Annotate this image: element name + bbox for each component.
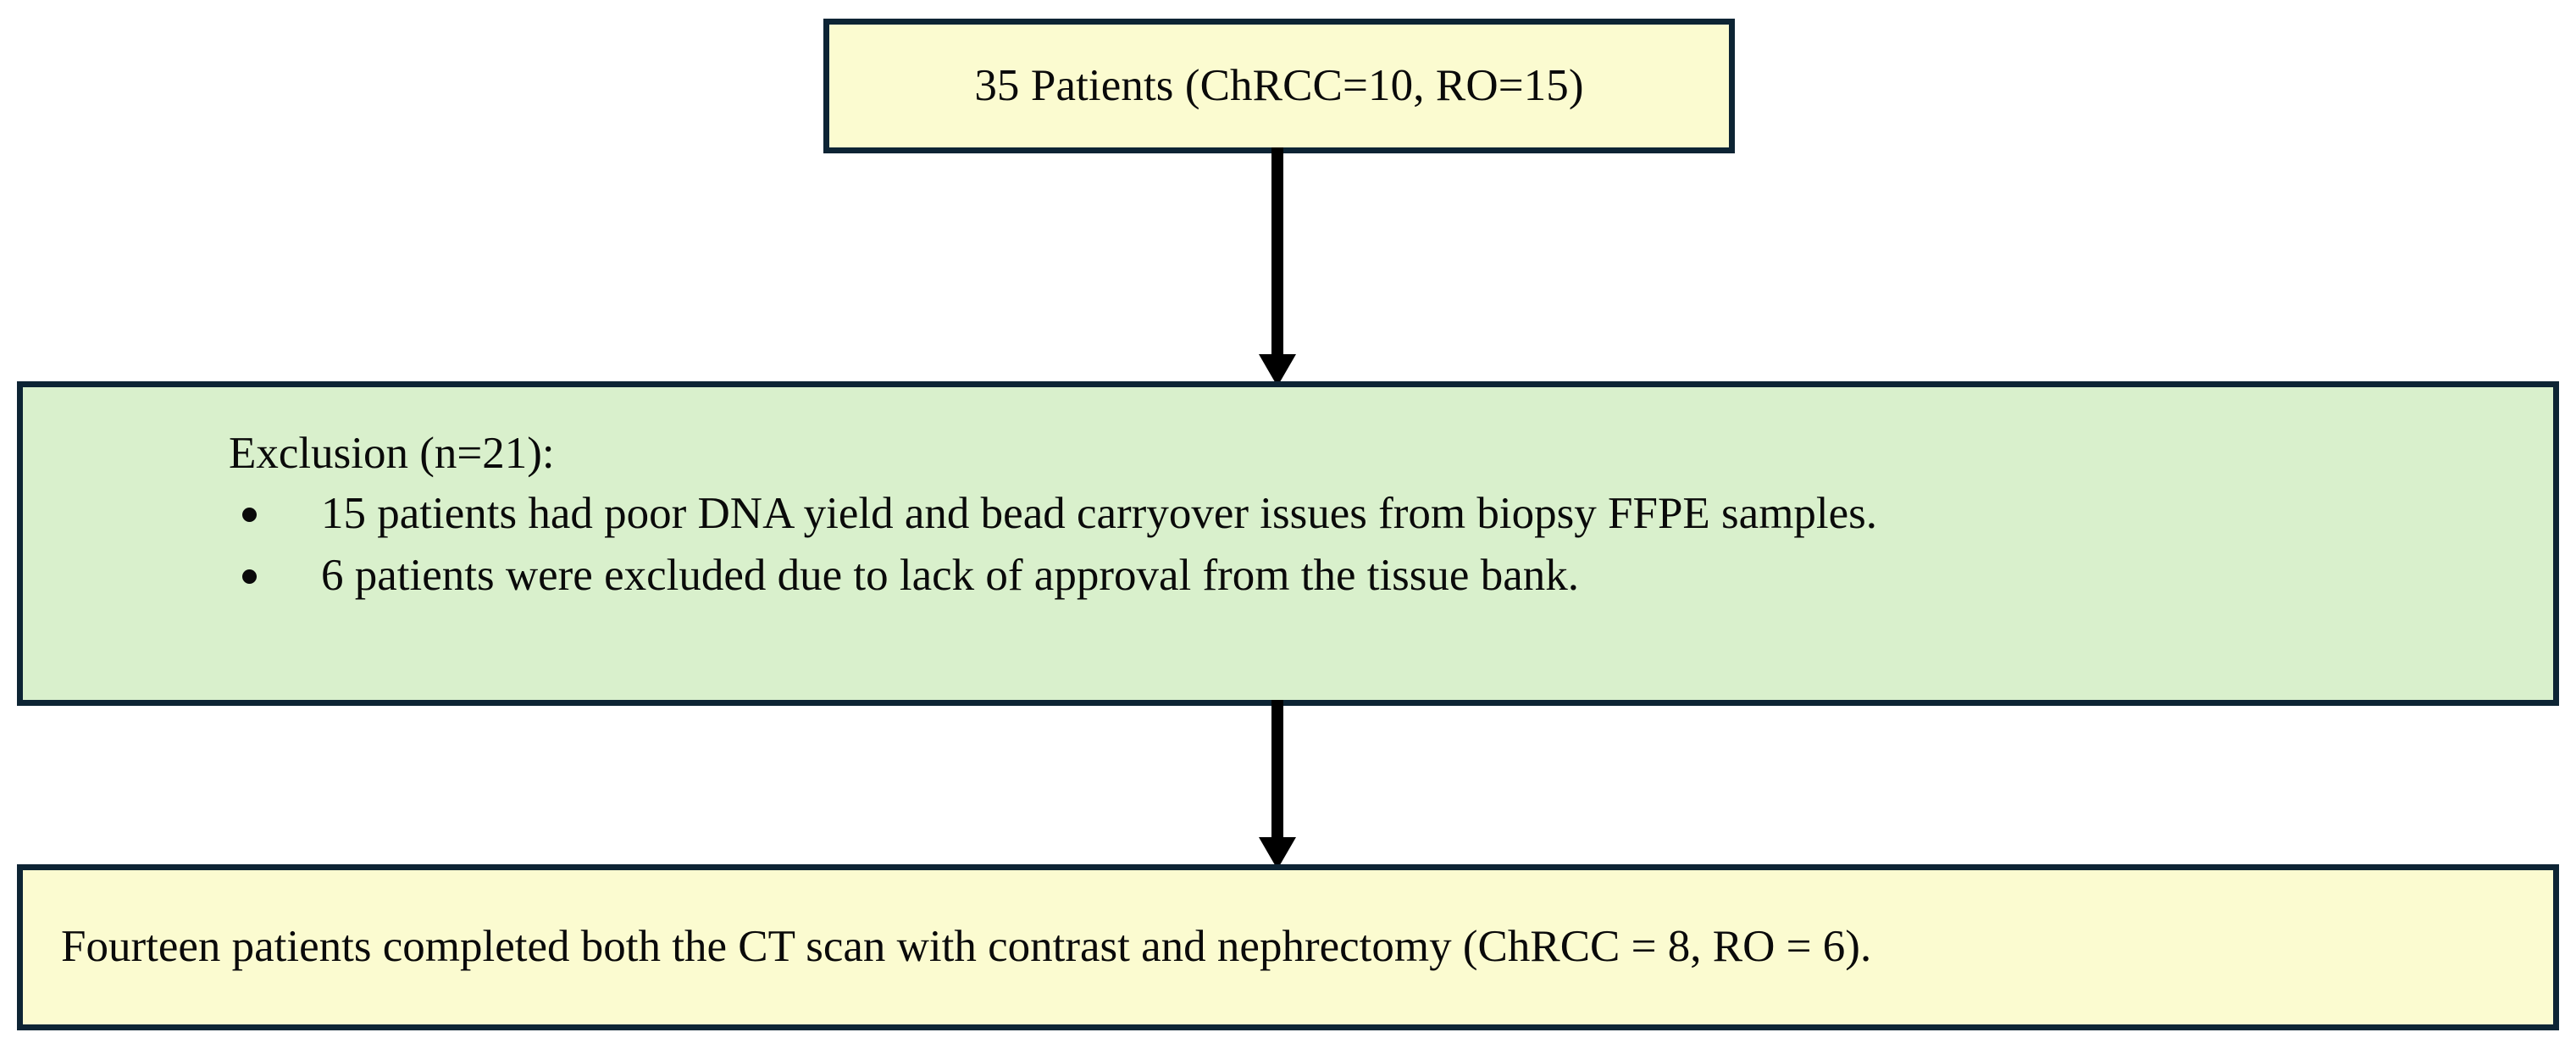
arrow-down-icon-enrolled-to-exclusion [1259, 147, 1296, 386]
node-enrolled-patients-label: 35 Patients (ChRCC=10, RO=15) [974, 60, 1584, 110]
arrow-down-icon-exclusion-to-final [1259, 700, 1296, 869]
bullet-icon [242, 508, 257, 523]
list-item: 6 patients were excluded due to lack of … [229, 553, 2553, 598]
exclusion-reason-text: 15 patients had poor DNA yield and bead … [321, 489, 1878, 538]
node-exclusion-heading: Exclusion (n=21): [229, 429, 555, 478]
node-final-cohort: Fourteen patients completed both the CT … [17, 864, 2559, 1030]
node-exclusion: Exclusion (n=21): 15 patients had poor D… [17, 381, 2559, 706]
bullet-icon [242, 569, 257, 585]
node-enrolled-patients: 35 Patients (ChRCC=10, RO=15) [823, 19, 1735, 153]
exclusion-reason-list: 15 patients had poor DNA yield and bead … [229, 491, 2553, 615]
exclusion-reason-text: 6 patients were excluded due to lack of … [321, 551, 1579, 600]
node-final-cohort-label: Fourteen patients completed both the CT … [61, 922, 1872, 972]
list-item: 15 patients had poor DNA yield and bead … [229, 491, 2553, 536]
